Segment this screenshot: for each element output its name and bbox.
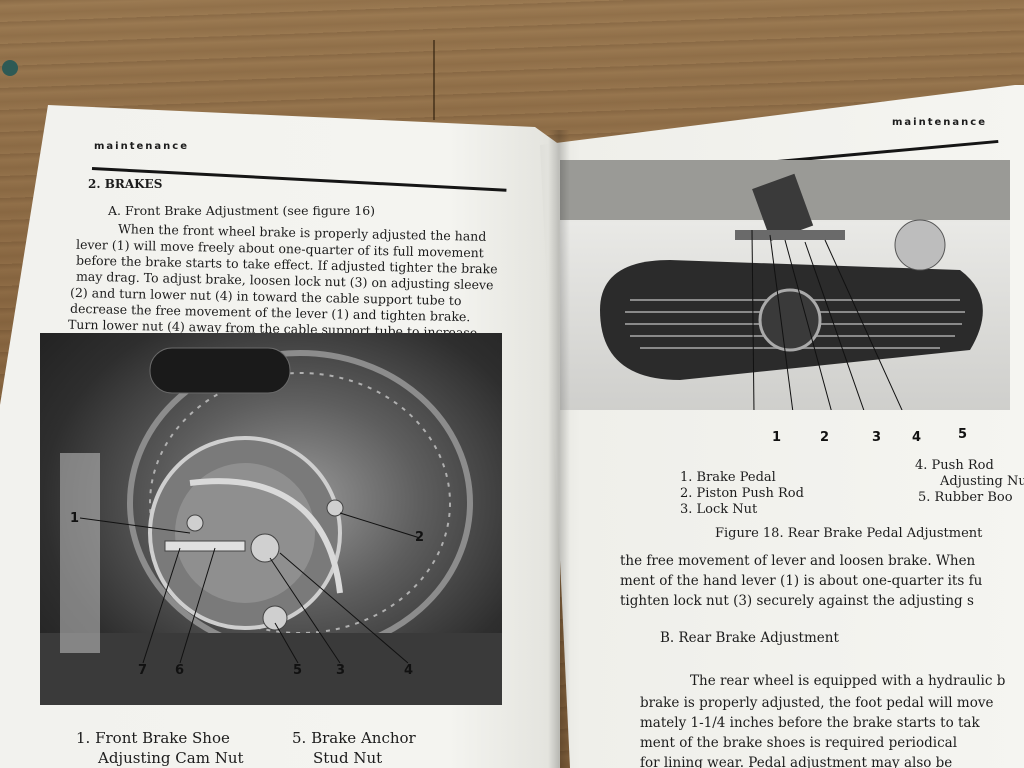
caption-item-5-cont: Stud Nut	[313, 749, 383, 767]
paragraph-line: for lining wear. Pedal adjustment may al…	[640, 755, 953, 768]
front-brake-illustration	[40, 347, 502, 705]
book-gutter-shadow	[548, 130, 570, 768]
paragraph-line: brake is properly adjusted, the foot ped…	[640, 695, 994, 711]
legend-item-5: 5. Rubber Boo	[918, 490, 1013, 505]
table-mark	[2, 60, 18, 76]
caption-item-5: 5. Brake Anchor	[292, 729, 416, 747]
paragraph-line: The rear wheel is equipped with a hydrau…	[690, 673, 1006, 689]
figure-caption: Figure 18. Rear Brake Pedal Adjustment	[715, 526, 983, 541]
paragraph-line: ment of the brake shoes is required peri…	[640, 735, 958, 751]
caption-item-1-cont: Adjusting Cam Nut	[98, 749, 244, 767]
section-heading: 2. BRAKES	[88, 177, 163, 191]
front-brake-photo: 1 2 7 6 5 3 4	[40, 333, 502, 705]
caption-item-1: 1. Front Brake Shoe	[76, 729, 230, 747]
pedal-callout-2: 2	[820, 430, 830, 445]
right-page-header: maintenance	[892, 117, 987, 128]
pedal-callout-4: 4	[912, 430, 922, 445]
right-page: maintenance 1 2 3 4 5 1. Brake	[540, 85, 1024, 768]
left-page-header: maintenance	[94, 141, 189, 152]
table-crack	[433, 40, 435, 120]
paragraph-line: mately 1-1/4 inches before the brake sta…	[640, 715, 980, 731]
paragraph-line: ment of the hand lever (1) is about one-…	[620, 573, 983, 589]
paragraph-line: the free movement of lever and loosen br…	[620, 553, 976, 569]
legend-item-4: 4. Push Rod	[915, 458, 994, 473]
legend-item-4-cont: Adjusting Nu	[940, 474, 1024, 489]
subsection-heading-front-brake: A. Front Brake Adjustment (see figure 16…	[108, 203, 376, 218]
callout-6: 6	[175, 663, 185, 678]
callout-1: 1	[70, 511, 80, 526]
pedal-callout-1: 1	[772, 430, 782, 445]
callout-2: 2	[415, 530, 425, 545]
rear-brake-pedal-photo	[560, 160, 1010, 410]
callout-7: 7	[138, 663, 148, 678]
legend-item-2: 2. Piston Push Rod	[680, 486, 804, 501]
callout-3: 3	[336, 663, 346, 678]
paragraph-line: tighten lock nut (3) securely against th…	[620, 593, 974, 609]
rear-brake-pedal-illustration	[560, 160, 1010, 410]
pedal-callout-5: 5	[958, 427, 968, 442]
callout-4: 4	[404, 663, 414, 678]
callout-5: 5	[293, 663, 303, 678]
left-page: maintenance 2. BRAKES A. Front Brake Adj…	[0, 105, 560, 768]
legend-item-3: 3. Lock Nut	[680, 502, 758, 517]
subsection-heading-rear-brake: B. Rear Brake Adjustment	[660, 630, 839, 646]
pedal-callout-3: 3	[872, 430, 882, 445]
legend-item-1: 1. Brake Pedal	[680, 470, 776, 485]
